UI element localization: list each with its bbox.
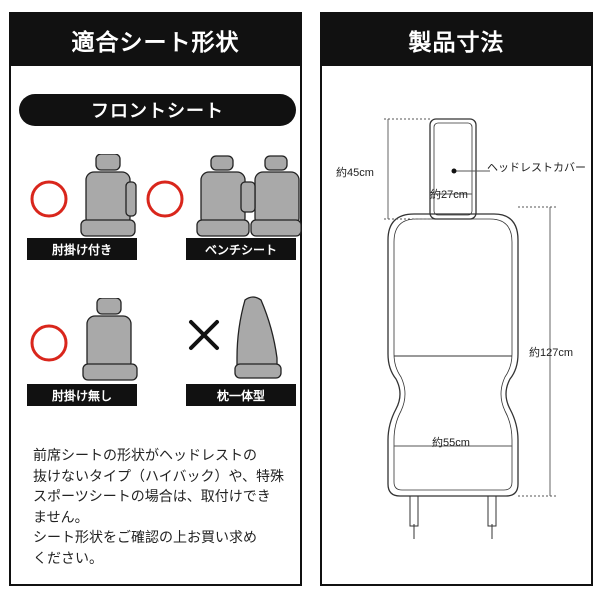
note-line: 前席シートの形状がヘッドレストの xyxy=(33,448,257,464)
no-armrest-seat-label: 肘掛け無し xyxy=(27,384,137,406)
product-dimension-panel: 製品寸法 約45cm xyxy=(320,12,593,586)
armrest-seat-label: 肘掛け付き xyxy=(27,238,137,260)
armrest-seat-figure xyxy=(30,154,137,237)
product-dimension-header: 製品寸法 xyxy=(322,14,591,66)
headrest-width-label: 約27cm xyxy=(430,189,468,201)
bench-seat-label: ベンチシート xyxy=(186,238,296,260)
no-armrest-seat-figure xyxy=(30,298,138,381)
seat-cover-body xyxy=(387,213,519,497)
cross-icon xyxy=(189,320,219,350)
note-line: ください。 xyxy=(33,550,103,567)
circle-icon xyxy=(30,324,68,362)
seat-cover-diagram xyxy=(384,118,556,539)
body-width-label: 約55cm xyxy=(432,437,470,449)
compatible-seat-header: 適合シート形状 xyxy=(11,14,300,66)
front-seat-subheader: フロントシート xyxy=(19,94,296,126)
integrated-seat-label: 枕一体型 xyxy=(186,384,296,406)
integrated-seat-figure xyxy=(189,296,282,379)
total-height-label: 約127cm xyxy=(529,347,574,359)
dimension-lines xyxy=(384,118,556,497)
compatible-seat-panel: 適合シート形状 フロントシート 肘掛け付き ベンチシート xyxy=(9,12,302,586)
integrated-seat-icon xyxy=(236,296,278,371)
headrest-cover-label: ヘッドレストカバー xyxy=(487,162,586,174)
note-line: ません。 xyxy=(33,509,89,526)
note-line: 抜けないタイプ（ハイバック）や、特殊 xyxy=(33,468,285,485)
note-line: シート形状をご確認の上お買い求め xyxy=(33,530,257,546)
compatibility-note: 前席シートの形状がヘッドレストの 抜けないタイプ（ハイバック）や、特殊 スポーツ… xyxy=(33,446,298,569)
circle-icon xyxy=(146,180,184,218)
note-line: スポーツシートの場合は、取付けでき xyxy=(33,489,271,505)
headrest-height-label: 約45cm xyxy=(336,167,374,179)
armrest-seat-icon xyxy=(80,154,137,237)
circle-icon xyxy=(30,180,68,218)
bench-seat-icon xyxy=(196,155,302,237)
no-armrest-seat-icon xyxy=(82,298,138,381)
bench-seat-figure xyxy=(146,155,302,237)
